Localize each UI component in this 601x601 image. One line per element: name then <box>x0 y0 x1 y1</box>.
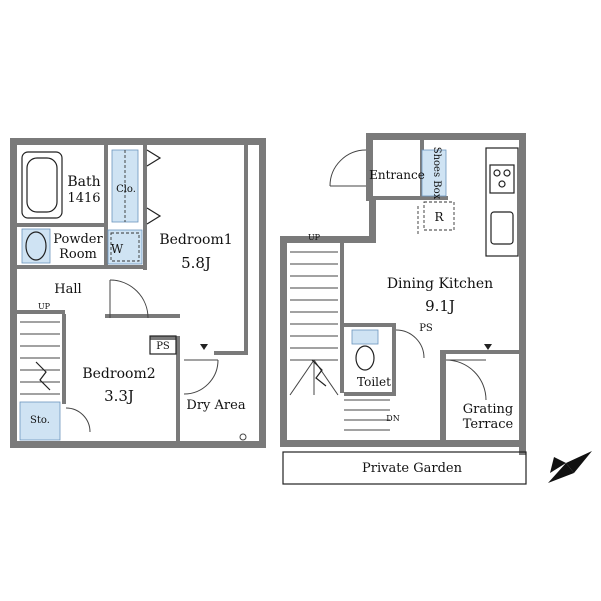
entrance-label: Entrance <box>369 168 425 182</box>
stove <box>489 164 515 194</box>
bedroom1-size: 5.8J <box>181 254 211 272</box>
wall <box>280 236 287 447</box>
wall <box>369 196 376 243</box>
bedroom2-size: 3.3J <box>104 387 134 405</box>
wall <box>10 138 17 448</box>
wall <box>340 236 376 243</box>
closet-door <box>146 149 162 167</box>
vanity <box>21 228 51 264</box>
right-floor: Entrance Shoes Box R UP Dining Kitchen 9… <box>280 133 527 485</box>
washer-space <box>107 229 143 265</box>
toilet-bowl-icon <box>355 345 375 371</box>
garden-outline <box>282 451 527 485</box>
kitchen-counter <box>485 147 519 257</box>
toilet-tank <box>351 329 379 345</box>
washer-outline <box>110 232 140 262</box>
door-swing <box>445 359 487 401</box>
wall <box>150 336 180 340</box>
wall <box>392 323 396 395</box>
bath-size: 1416 <box>67 191 100 206</box>
toilet-label: Toilet <box>357 375 391 389</box>
storage-label: Sto. <box>30 415 50 426</box>
dining-kitchen-name: Dining Kitchen <box>387 276 493 292</box>
dining-kitchen-size: 9.1J <box>425 297 455 315</box>
burner-icon <box>503 169 511 177</box>
wall <box>366 133 526 140</box>
wall <box>62 314 66 404</box>
door-swing <box>109 279 149 319</box>
wall <box>519 133 526 455</box>
storage-area <box>19 401 61 441</box>
wall <box>340 243 344 393</box>
grating-label-2: Terrace <box>463 417 514 432</box>
north-arrow-icon <box>547 444 593 490</box>
hall-label: Hall <box>54 282 81 297</box>
wall <box>105 314 180 318</box>
wall <box>440 350 446 447</box>
basin-icon <box>25 231 47 261</box>
wall <box>344 392 396 396</box>
burner-icon <box>493 169 501 177</box>
left-stairs <box>20 321 60 395</box>
wall <box>259 138 266 448</box>
door-swing <box>395 329 425 359</box>
pipe-space-box <box>149 335 177 355</box>
wall <box>143 145 147 270</box>
wall <box>280 440 526 447</box>
washer-label: W <box>111 242 124 256</box>
ps-right-label: PS <box>419 323 433 334</box>
up-left-label: UP <box>38 302 51 311</box>
wall <box>280 236 340 243</box>
dry-area-label: Dry Area <box>186 398 245 413</box>
private-garden-label: Private Garden <box>362 461 463 476</box>
wall <box>373 196 448 200</box>
door-swing <box>183 359 219 395</box>
bedroom2-name: Bedroom2 <box>82 366 155 382</box>
closet-label: Clo. <box>116 184 136 195</box>
door-swing <box>65 407 91 433</box>
grating-label-1: Grating <box>463 402 513 417</box>
bathtub-inner <box>26 157 58 213</box>
wall <box>366 133 373 201</box>
wall <box>344 323 394 327</box>
bath-label: Bath <box>67 174 100 190</box>
sink-icon <box>490 211 514 245</box>
bathtub <box>21 151 63 219</box>
drain-icon <box>239 433 247 441</box>
right-stairs <box>289 251 390 431</box>
door-swing <box>329 149 367 187</box>
wall <box>10 138 266 145</box>
wall <box>214 351 248 355</box>
wall <box>446 350 526 354</box>
shoes-box <box>421 149 447 197</box>
wall <box>104 145 108 265</box>
wall <box>10 441 266 448</box>
ps-left-label: PS <box>156 341 170 352</box>
burner-icon <box>498 180 506 188</box>
triangle-marker-icon <box>484 344 492 350</box>
shoes-box-label: Shoes Box <box>431 147 442 200</box>
wall <box>244 145 248 355</box>
wall <box>17 223 108 227</box>
refrigerator <box>423 201 455 231</box>
dn-label: DN <box>386 414 399 423</box>
powder-label-2: Room <box>59 247 97 262</box>
wall <box>17 265 147 269</box>
powder-label-1: Powder <box>53 232 103 247</box>
bedroom1-name: Bedroom1 <box>159 232 232 248</box>
triangle-marker-icon <box>200 344 208 350</box>
wall <box>176 340 180 441</box>
refrigerator-label: R <box>434 210 444 224</box>
up-right-label: UP <box>308 233 321 242</box>
left-floor: Bath 1416 Clo. Powder Room W Bedroom1 5.… <box>10 138 266 448</box>
wall <box>17 310 65 314</box>
closet-door <box>146 207 162 225</box>
